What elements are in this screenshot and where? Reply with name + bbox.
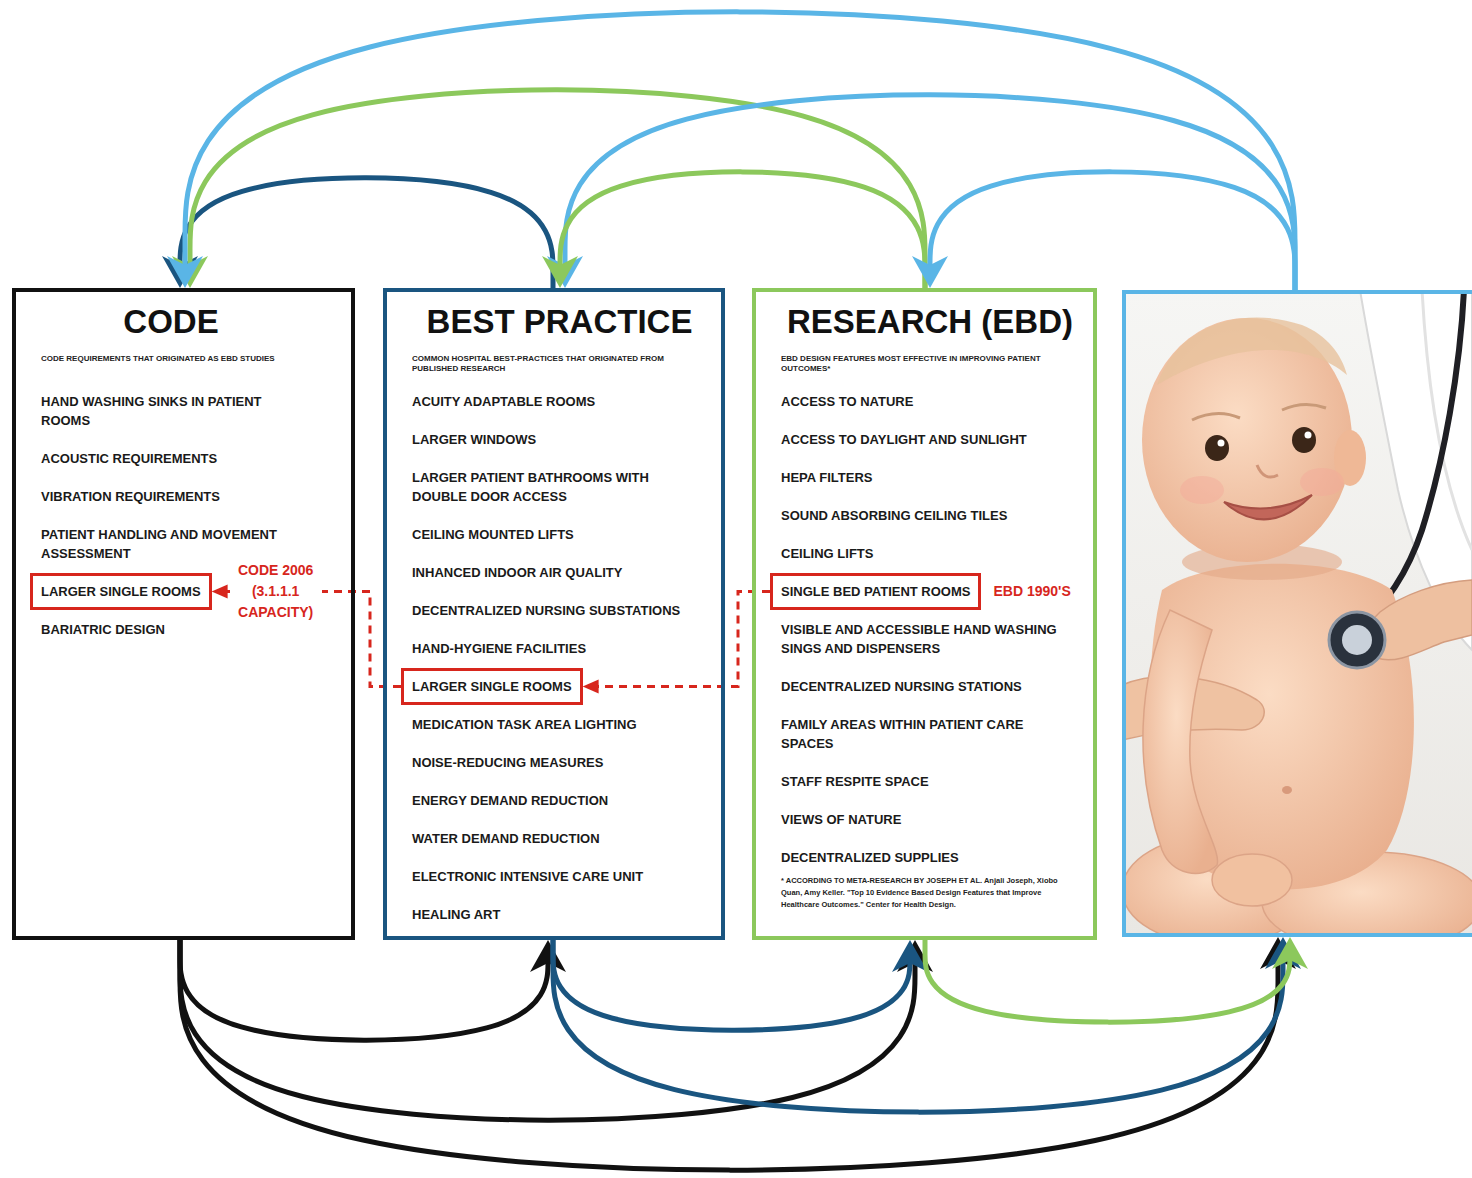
stethoscope-chestpiece [1329, 612, 1385, 668]
list-item: ELECTRONIC INTENSIVE CARE UNIT [412, 867, 707, 886]
list-item: ACCESS TO DAYLIGHT AND SUNLIGHT [781, 430, 1079, 449]
baby-head [1142, 318, 1352, 562]
list-item: HAND-HYGIENE FACILITIES [412, 639, 707, 658]
category-panel: BEST PRACTICE COMMON HOSPITAL BEST-PRACTI… [383, 288, 725, 940]
baby-arm [1143, 610, 1218, 873]
list-item: DECENTRALIZED NURSING STATIONS [781, 677, 1079, 696]
panel-subtitle: EBD DESIGN FEATURES MOST EFFECTIVE IN IM… [781, 354, 1079, 374]
flow-arrow [560, 172, 925, 288]
list-item: INHANCED INDOOR AIR QUALITY [412, 563, 707, 582]
eye-highlight [1305, 432, 1312, 439]
flow-arrow [180, 178, 553, 288]
flow-arrow [180, 940, 915, 1120]
list-item: ACCESS TO NATURE [781, 392, 1079, 411]
list-item: HEPA FILTERS [781, 468, 1079, 487]
list-item: WATER DEMAND REDUCTION [412, 829, 707, 848]
flow-arrow [565, 95, 1295, 290]
panel-subtitle: CODE REQUIREMENTS THAT ORIGINATED AS EBD… [41, 354, 301, 374]
highlight-box: LARGER SINGLE ROOMS [401, 668, 583, 705]
list-item: NOISE-REDUCING MEASURES [412, 753, 707, 772]
baby-photo [1122, 290, 1472, 937]
callout-note: CODE 2006 (3.1.1.1 CAPACITY) [230, 560, 322, 623]
flow-arrow [553, 940, 910, 1030]
list-item: LARGER PATIENT BATHROOMS WITH DOUBLE DOO… [412, 468, 707, 506]
list-item: DECENTRALIZED NURSING SUBSTATIONS [412, 601, 707, 620]
list-item: ACUITY ADAPTABLE ROOMS [412, 392, 707, 411]
panel-title: RESEARCH (EBD) [781, 304, 1079, 340]
belly-button [1282, 786, 1292, 794]
panel-subtitle: COMMON HOSPITAL BEST-PRACTICES THAT ORIG… [412, 354, 707, 374]
footnote: * ACCORDING TO META-RESEARCH BY JOSEPH E… [781, 875, 1079, 911]
list-item: PATIENT HANDLING AND MOVEMENT ASSESSMENT [41, 525, 301, 563]
flow-arrow [190, 90, 925, 288]
list-item: SOUND ABSORBING CEILING TILES [781, 506, 1079, 525]
panel-title: CODE [41, 304, 301, 340]
tag-text: SINGLE BED PATIENT ROOMS [781, 582, 970, 601]
flow-arrow [930, 172, 1295, 290]
list-item: VISIBLE AND ACCESSIBLE HAND WASHING SING… [781, 620, 1079, 658]
list-item: MEDICATION TASK AREA LIGHTING [412, 715, 707, 734]
category-panel: RESEARCH (EBD) EBD DESIGN FEATURES MOST E… [752, 288, 1097, 940]
highlight-box: LARGER SINGLE ROOMS [30, 573, 212, 610]
baby-hair [1157, 318, 1347, 386]
flow-arrow [925, 940, 1290, 1022]
stethoscope-tube [1367, 290, 1464, 620]
tag-text: LARGER SINGLE ROOMS [41, 582, 201, 601]
list-item: STAFF RESPITE SPACE [781, 772, 1079, 791]
photo-frame [1122, 290, 1472, 937]
list-item: CEILING LIFTS [781, 544, 1079, 563]
flow-arrow [180, 940, 548, 1040]
panel-title: BEST PRACTICE [412, 304, 707, 340]
eyebrow [1282, 404, 1326, 410]
list-item: HAND WASHING SINKS IN PATIENT ROOMS [41, 392, 301, 430]
list-item: ENERGY DEMAND REDUCTION [412, 791, 707, 810]
eye-highlight [1218, 440, 1225, 447]
list-item: HEALING ART [412, 905, 707, 924]
list-item: FAMILY AREAS WITHIN PATIENT CARE SPACES [781, 715, 1079, 753]
list-item: ACOUSTIC REQUIREMENTS [41, 449, 301, 468]
list-item: CEILING MOUNTED LIFTS [412, 525, 707, 544]
flow-arrow [180, 940, 1278, 1170]
baby-hand [1212, 854, 1292, 906]
baby-cheek [1300, 468, 1344, 496]
baby-mouth [1224, 495, 1312, 519]
list-item: DECENTRALIZED SUPPLIES [781, 848, 1079, 867]
baby-nose [1257, 465, 1278, 477]
highlight-box: SINGLE BED PATIENT ROOMS [770, 573, 981, 610]
list-item: VIBRATION REQUIREMENTS [41, 487, 301, 506]
tag-text: LARGER SINGLE ROOMS [412, 677, 572, 696]
stethoscope-diaphragm [1342, 625, 1372, 655]
flow-arrow [553, 940, 1283, 1112]
callout-note: EBD 1990'S [991, 581, 1072, 602]
baby-eye [1205, 435, 1229, 461]
photo-background [1122, 290, 1472, 937]
flow-arrow [185, 12, 1295, 290]
baby-eye [1292, 427, 1316, 453]
list-item: LARGER WINDOWS [412, 430, 707, 449]
list-item: VIEWS OF NATURE [781, 810, 1079, 829]
eyebrow [1192, 413, 1240, 420]
baby-cheek [1180, 476, 1224, 504]
